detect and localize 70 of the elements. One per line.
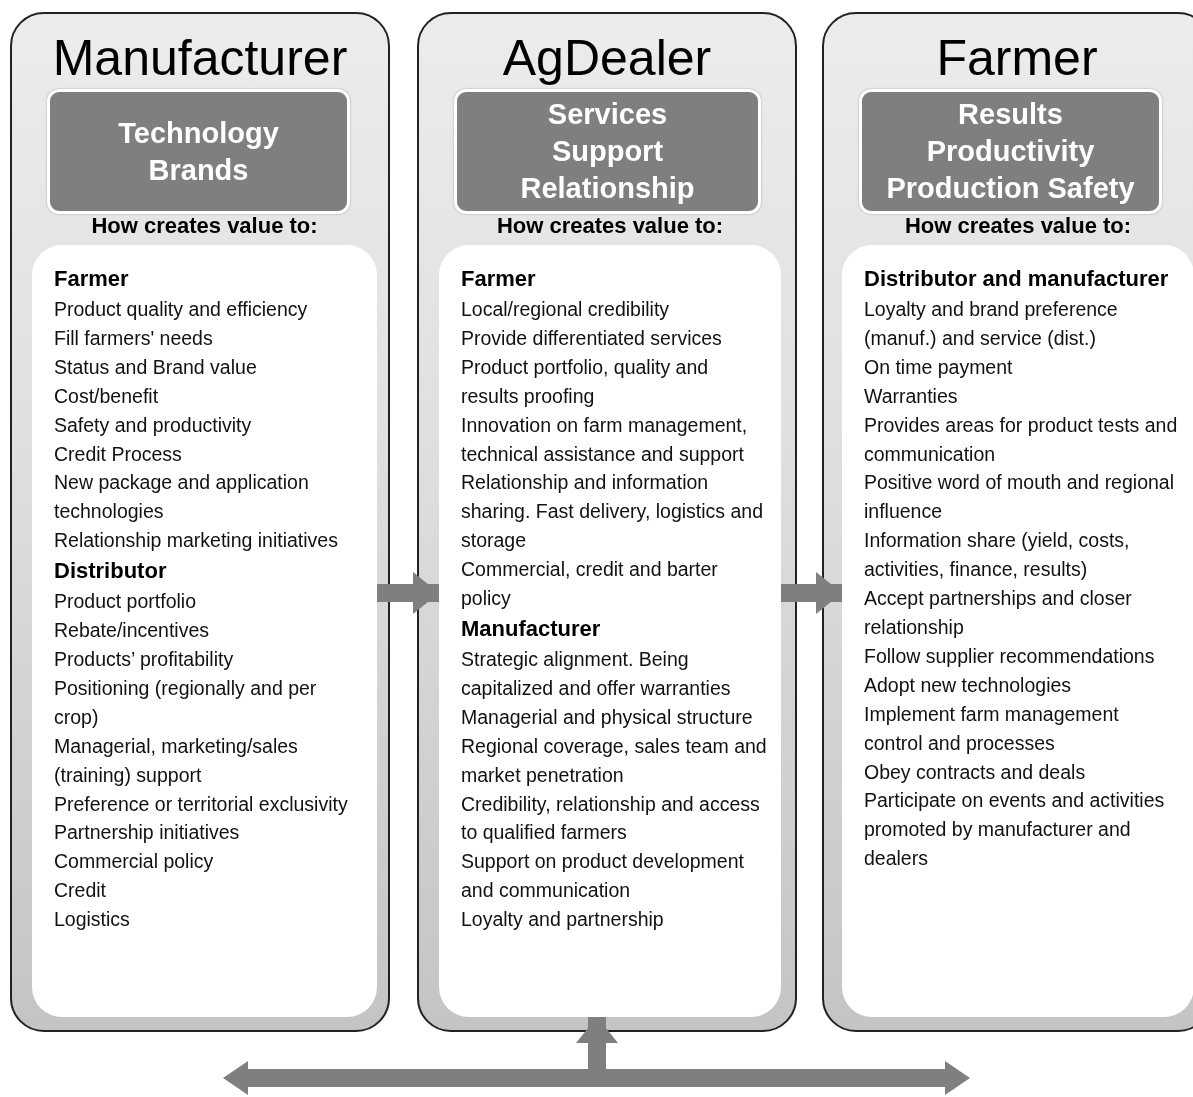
section-heading: Manufacturer — [461, 614, 602, 643]
list-item: Support on product development and communication — [461, 849, 745, 904]
list-item: Product portfolio, quality and results proofing — [461, 354, 710, 409]
list-item: Status and Brand value — [54, 354, 258, 380]
list-item: Safety and productivity — [54, 412, 253, 438]
list-item: Rebate/incentives — [54, 618, 210, 644]
category-box — [859, 89, 1162, 214]
category-box — [454, 89, 761, 214]
list-item: Relationship and information sharing. Fast delivery, logistics and storage — [461, 470, 765, 554]
column-title: AgDealer — [501, 29, 713, 88]
list-item: Product portfolio — [54, 589, 197, 615]
list-item: Managerial, marketing/sales (training) support — [54, 733, 299, 788]
list-item: Follow supplier recommendations — [864, 643, 1156, 669]
list-item: Positioning (regionally and per crop) — [54, 675, 318, 730]
list-item: New package and application technologies — [54, 470, 310, 525]
list-item: Credit — [54, 878, 108, 904]
category-label: Relationship — [520, 171, 695, 206]
category-label: Support — [551, 134, 664, 169]
column-panel — [822, 12, 1193, 1032]
list-item: Products’ profitability — [54, 646, 235, 672]
list-item: Product quality and efficiency — [54, 297, 309, 322]
list-item: Innovation on farm management, technical assistance and support — [461, 412, 749, 467]
category-label: Results — [958, 97, 1063, 132]
list-item: Managerial and physical structure — [461, 704, 754, 730]
list-item: Fill farmers' needs — [54, 325, 214, 351]
block-arrow — [781, 572, 842, 614]
list-item: Accept partnerships and closer relationship — [864, 586, 1133, 640]
list-item: Cost/benefit — [54, 383, 160, 409]
list-heading: How creates value to: — [495, 212, 725, 240]
section-heading: Farmer — [461, 265, 537, 293]
list-item: Preference or territorial exclusivity — [54, 791, 349, 817]
section-heading: Distributor — [54, 557, 168, 586]
block-arrow — [576, 1017, 618, 1069]
block-arrow — [377, 572, 439, 614]
list-item: Partnership initiatives — [54, 820, 241, 846]
list-item: Strategic alignment. Being capitalized and offer warranties — [461, 646, 732, 701]
list-item: Loyalty and partnership — [461, 907, 665, 933]
category-label: Production Safety — [886, 171, 1135, 206]
list-item: Positive word of mouth and regional influence — [864, 470, 1175, 525]
section-heading: Farmer — [54, 265, 130, 293]
list-item: Obey contracts and deals — [864, 759, 1087, 785]
list-item: Commercial, credit and barter policy — [461, 557, 719, 612]
list-item: Participate on events and activities promoted by manufacturer and dealers — [864, 788, 1166, 872]
list-item: Commercial policy — [54, 849, 215, 875]
list-item: Logistics — [54, 907, 131, 933]
column-panel — [417, 12, 797, 1032]
list-item: Loyalty and brand preference (manuf.) and service (dist.) — [864, 297, 1119, 351]
list-item: Implement farm management control and processes — [864, 701, 1120, 756]
list-item: Credibility, relationship and access to qualified farmers — [461, 791, 761, 846]
column-title: Manufacturer — [51, 29, 349, 88]
category-label: Services — [547, 97, 668, 132]
column-title: Farmer — [935, 29, 1099, 88]
list-heading: How creates value to: — [903, 212, 1133, 240]
list-item: Local/regional credibility — [461, 297, 671, 322]
category-label: Brands — [148, 152, 249, 188]
list-item: On time payment — [864, 354, 1014, 380]
list-item: Regional coverage, sales team and market penetration — [461, 733, 768, 788]
category-label: Technology — [118, 115, 279, 151]
list-item: Provides areas for product tests and communication — [864, 412, 1179, 467]
category-box — [47, 89, 350, 214]
list-item: Provide differentiated services — [461, 325, 723, 351]
list-item: Information share (yield, costs, activities, finance, results) — [864, 528, 1131, 583]
section-heading: Distributor and manufacturer — [864, 265, 1170, 293]
list-item: Adopt new technologies — [864, 672, 1073, 698]
list-heading: How creates value to: — [90, 212, 319, 240]
column-panel — [10, 12, 390, 1032]
list-item: Credit Process — [54, 441, 183, 467]
category-label: Productivity — [926, 134, 1095, 169]
list-item: Relationship marketing initiatives — [54, 528, 339, 554]
list-item: Warranties — [864, 383, 959, 409]
